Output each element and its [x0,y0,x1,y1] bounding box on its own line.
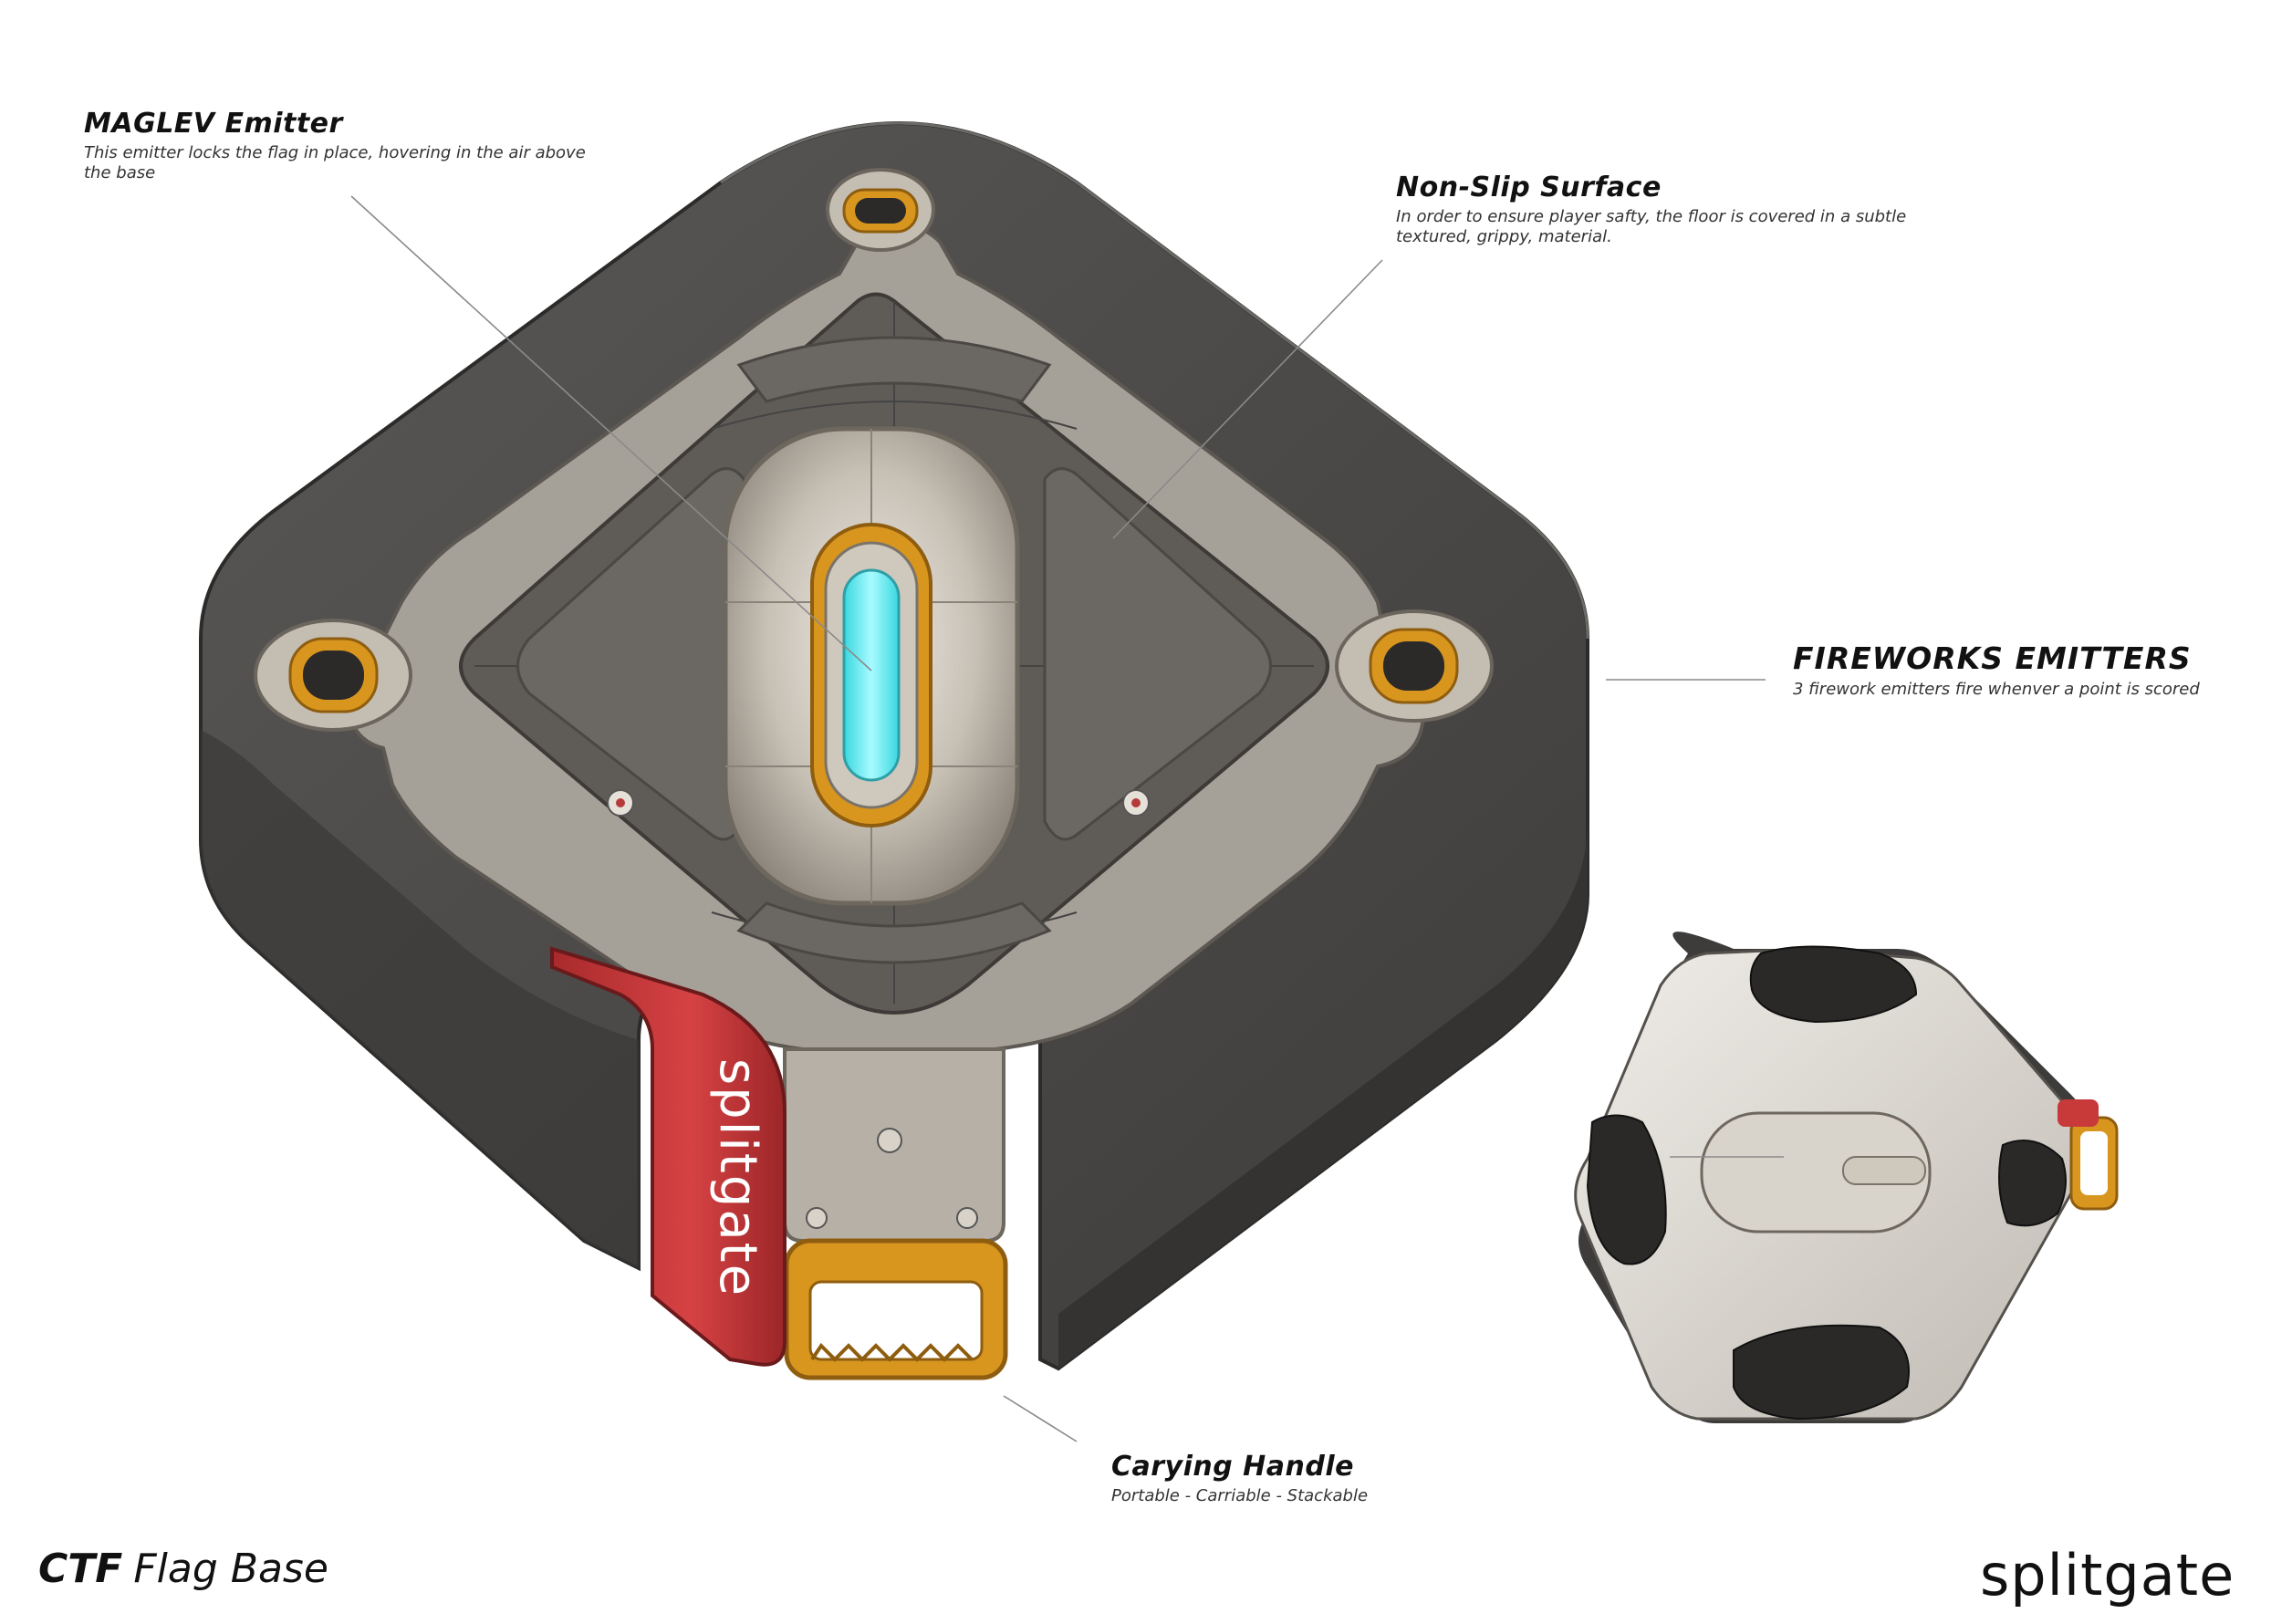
page-title-light: Flag Base [133,1546,328,1592]
floor-panels [516,336,1272,964]
secondary-view [1574,932,2119,1423]
firework-emitter-top [826,168,935,252]
callout-fireworks-emitters: FIREWORKS EMITTERS 3 firework emitters f… [1793,640,2267,700]
secondary-slot [1842,1156,1926,1185]
callout-description: In order to ensure player safty, the flo… [1396,207,1907,246]
page-title-strong: CTF [38,1546,123,1592]
callout-description: 3 firework emitters fire whenver a point… [1793,680,2200,699]
main-base: splitgate [199,121,1589,1380]
brand-wordmark: splitgate [1980,1542,2235,1608]
callout-title: Non-Slip Surface [1396,172,1662,203]
firework-emitter-right [1335,609,1494,723]
secondary-pod [1700,1111,1932,1234]
maglev-emitter-glow [842,568,901,782]
brand-logo: splitgate [1980,1542,2235,1608]
callout-title: Carying Handle [1111,1451,1354,1483]
callout-maglev-emitter: MAGLEV Emitter This emitter locks the fl… [84,108,595,183]
callout-non-slip-surface: Non-Slip Surface In order to ensure play… [1396,172,1907,247]
callout-carrying-handle: Carying Handle Portable - Carriable - St… [1111,1451,1586,1506]
callout-description: Portable - Carriable - Stackable [1111,1486,1369,1505]
handle-brand-wordmark: splitgate [708,1058,767,1297]
firework-emitter-left [254,619,412,732]
carrying-handle [784,1238,1008,1380]
shell-highlight [720,121,1589,640]
callout-title: MAGLEV Emitter [84,108,343,140]
shell-bottom-right-face [1058,821,1588,1369]
shell-bottom-left-face [201,730,639,1268]
splitgate-wing [550,946,787,1367]
callout-title: FIREWORKS EMITTERS [1793,640,2192,676]
plate-screws [806,1128,978,1229]
secondary-handle [2058,1099,2119,1211]
secondary-black-pads [1586,945,2067,1421]
screw-centers [616,798,1141,807]
callout-description: This emitter locks the flag in place, ho… [84,143,586,182]
leader-lines [350,195,1784,1442]
